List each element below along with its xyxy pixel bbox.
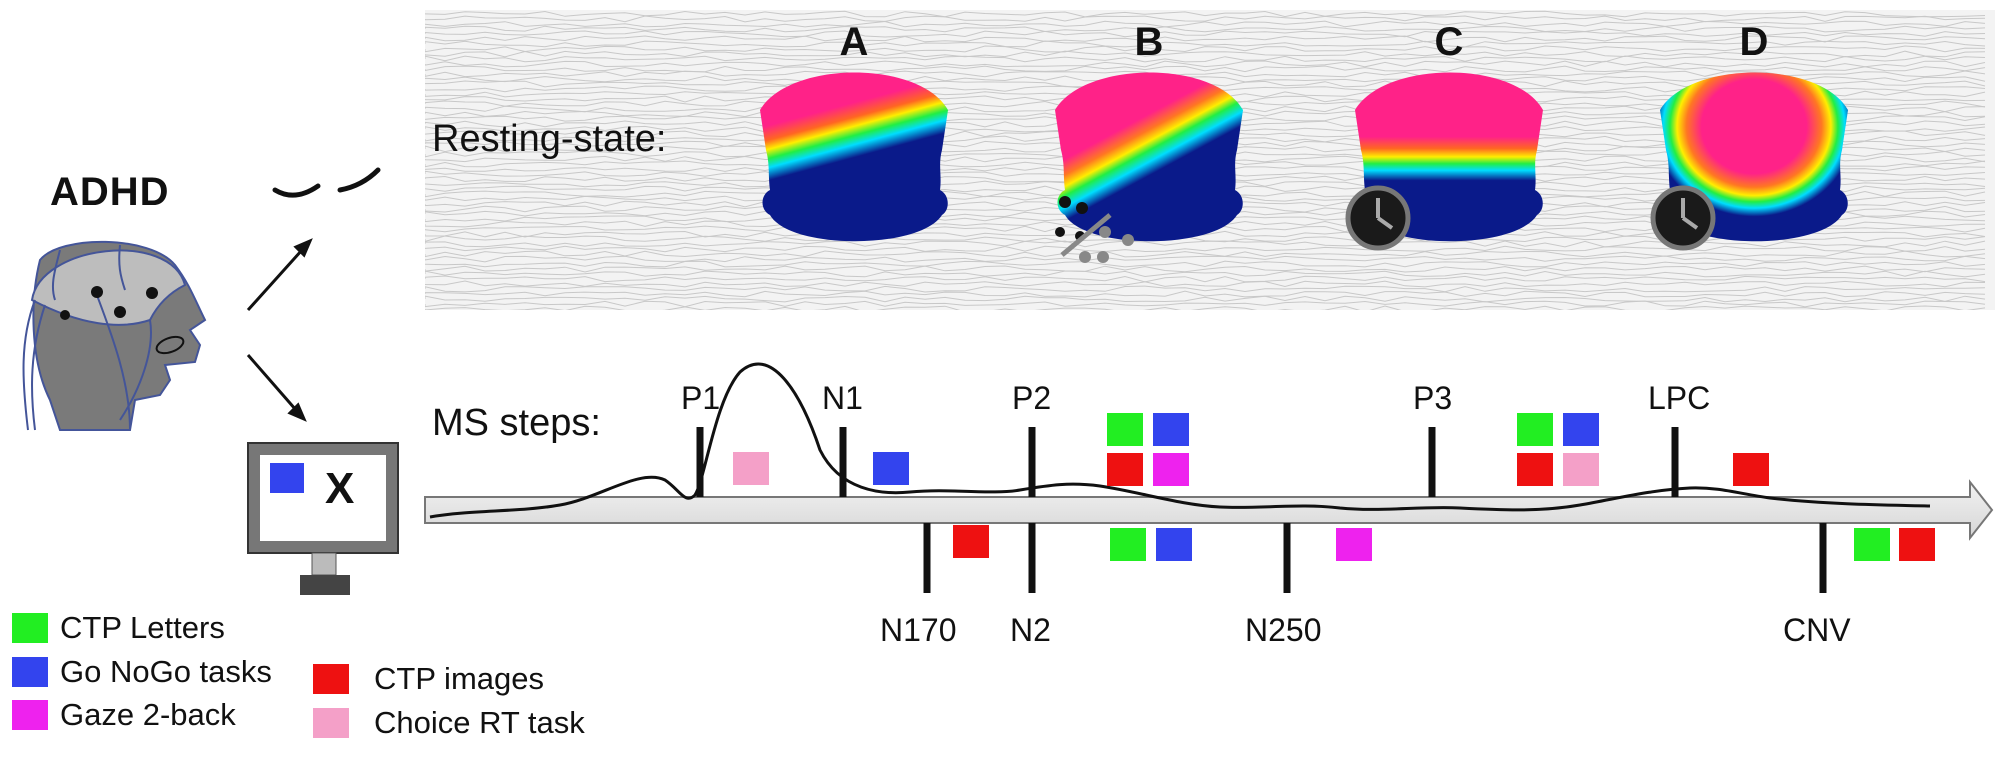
noise-line bbox=[425, 270, 1986, 278]
task-ctp-images bbox=[1899, 528, 1935, 561]
noise-line bbox=[425, 265, 1986, 273]
noise-line bbox=[425, 295, 1986, 303]
task-markers bbox=[733, 413, 1935, 561]
noise-line bbox=[425, 305, 1986, 310]
erp-waveform bbox=[429, 362, 1931, 519]
peak-markers-bottom bbox=[923, 523, 1827, 593]
clock-icon bbox=[1650, 185, 1716, 251]
noise-line bbox=[425, 280, 1986, 288]
legend-label-ctp-letters: CTP Letters bbox=[60, 610, 225, 645]
task-ctp-images bbox=[953, 525, 989, 558]
legend-label-go-nogo: Go NoGo tasks bbox=[60, 654, 272, 689]
monitor-mark: X bbox=[325, 464, 355, 513]
noise-line bbox=[425, 50, 1986, 58]
task-choice-rt bbox=[1563, 453, 1599, 486]
ms-steps-label: MS steps: bbox=[432, 402, 601, 444]
task-go-nogo bbox=[1153, 413, 1189, 446]
resting-state-label: Resting-state: bbox=[432, 118, 667, 160]
peak-label-n250: N250 bbox=[1245, 612, 1322, 648]
legend-swatch-ctp-letters bbox=[12, 613, 48, 643]
task-ctp-letters bbox=[1517, 413, 1553, 446]
peak-label-p2: P2 bbox=[1012, 380, 1052, 416]
subject-label: ADHD bbox=[50, 170, 170, 214]
noise-line bbox=[425, 290, 1986, 298]
peak-markers-top bbox=[696, 427, 1679, 497]
task-ctp-images bbox=[1107, 453, 1143, 486]
branch-arrows bbox=[246, 238, 313, 422]
task-gaze-2back bbox=[1153, 453, 1189, 486]
task-ctp-letters bbox=[1107, 413, 1143, 446]
noise-line bbox=[425, 260, 1986, 268]
map-letter-c: C bbox=[1434, 20, 1464, 64]
noise-line bbox=[425, 55, 1986, 63]
noise-line bbox=[425, 285, 1986, 293]
timeline-arrow bbox=[424, 479, 1994, 541]
peak-label-lpc: LPC bbox=[1648, 380, 1711, 416]
peak-label-n2: N2 bbox=[1010, 612, 1051, 648]
task-go-nogo bbox=[873, 452, 909, 485]
noise-line bbox=[425, 245, 1986, 253]
noise-line bbox=[425, 10, 1986, 18]
legend-label-choice-rt: Choice RT task bbox=[374, 705, 585, 740]
eeg-head-icon bbox=[22, 240, 207, 431]
legend-label-ctp-images: CTP images bbox=[374, 661, 544, 696]
noise-line bbox=[425, 65, 1986, 73]
noise-line bbox=[425, 255, 1986, 263]
microstate-map-a bbox=[760, 72, 948, 242]
task-go-nogo bbox=[1563, 413, 1599, 446]
peak-label-n1: N1 bbox=[822, 380, 863, 416]
peak-label-cnv: CNV bbox=[1783, 612, 1851, 648]
map-letter-b: B bbox=[1134, 20, 1164, 64]
noise-line bbox=[425, 15, 1986, 23]
noise-line bbox=[425, 60, 1986, 68]
noise-line bbox=[425, 30, 1986, 38]
legend-swatch-choice-rt bbox=[313, 708, 349, 738]
legend-label-gaze-2back: Gaze 2-back bbox=[60, 697, 236, 732]
map-letter-d: D bbox=[1739, 20, 1769, 64]
microstate-map-b bbox=[1055, 72, 1243, 263]
task-gaze-2back bbox=[1336, 528, 1372, 561]
task-choice-rt bbox=[733, 452, 769, 485]
noise-line bbox=[425, 275, 1986, 283]
legend-swatch-gaze-2back bbox=[12, 700, 48, 730]
noise-line bbox=[425, 250, 1986, 258]
peak-label-p3: P3 bbox=[1413, 380, 1453, 416]
task-ctp-images bbox=[1517, 453, 1553, 486]
task-go-nogo bbox=[1156, 528, 1192, 561]
noise-line bbox=[425, 70, 1986, 78]
clock-icon bbox=[1345, 185, 1411, 251]
eyes-closed-icon bbox=[272, 167, 381, 198]
noise-line bbox=[425, 20, 1986, 28]
noise-line bbox=[425, 25, 1986, 33]
task-ctp-letters bbox=[1110, 528, 1146, 561]
monitor-icon bbox=[247, 442, 399, 595]
noise-line bbox=[425, 35, 1986, 43]
task-ctp-images bbox=[1733, 453, 1769, 486]
noise-line bbox=[425, 300, 1986, 308]
peak-label-p1: P1 bbox=[681, 380, 721, 416]
legend-swatch-go-nogo bbox=[12, 657, 48, 687]
task-ctp-letters bbox=[1854, 528, 1890, 561]
noise-line bbox=[425, 40, 1986, 48]
noise-line bbox=[425, 45, 1986, 53]
noise-line bbox=[425, 240, 1986, 248]
legend-swatch-ctp-images bbox=[313, 664, 349, 694]
map-letter-a: A bbox=[839, 20, 869, 64]
peak-label-n170: N170 bbox=[880, 612, 957, 648]
